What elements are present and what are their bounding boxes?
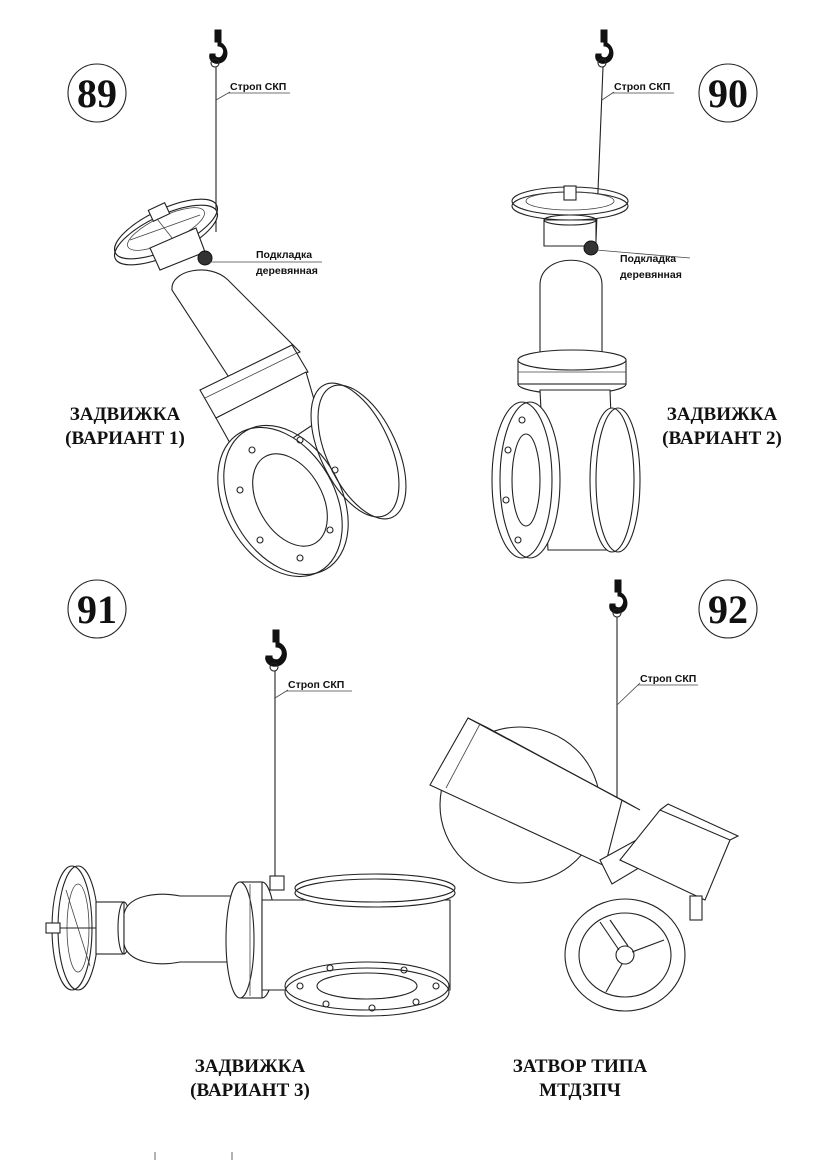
figure-91-number-circle (67, 579, 127, 639)
gate-valve-variant-2 (491, 185, 641, 559)
sling-label: Строп СКП (230, 81, 286, 93)
pad-label-line1: Подкладка (620, 253, 676, 265)
figure-89-caption-line2: (ВАРИАНТ 1) (65, 428, 185, 449)
figure-90-number: 90 (708, 71, 748, 116)
wooden-pad (197, 250, 213, 266)
handwheel (564, 898, 686, 1012)
pad-label-line2: деревянная (620, 269, 682, 281)
figure-92-number: 92 (708, 587, 748, 632)
sling-leader (274, 689, 289, 699)
figure-90-number-circle (698, 63, 758, 123)
figure-91: 91 Строп СКП (45, 579, 456, 1101)
figure-89-number-circle (67, 63, 127, 123)
crane-hook-icon (265, 629, 287, 672)
crane-hook-icon (609, 579, 628, 618)
figure-91-caption-line1: ЗАДВИЖКА (195, 1056, 306, 1077)
figure-89: 89 Строп СКП (65, 29, 407, 578)
figure-92-caption-line1: ЗАТВОР ТИПА (513, 1056, 648, 1077)
crane-hook-icon (209, 29, 228, 68)
figure-92-number-circle (698, 579, 758, 639)
left-flange (499, 401, 561, 559)
figure-91-caption-line2: (ВАРИАНТ 3) (190, 1080, 310, 1101)
right-flange (589, 407, 635, 553)
butterfly-valve-mtdzpch (429, 717, 740, 1012)
figure-92-caption-line2: МТДЗПЧ (539, 1080, 621, 1101)
wooden-pad (583, 240, 599, 256)
sling-label: Строп СКП (288, 679, 344, 691)
figure-90: 90 Строп СКП (491, 29, 782, 559)
gate-valve-variant-3 (45, 865, 456, 1017)
sling-label: Строп СКП (640, 673, 696, 685)
pad-leader (595, 249, 691, 259)
pad-label-line2: деревянная (256, 265, 318, 277)
front-flange (284, 967, 450, 1017)
sling-leader (215, 91, 231, 101)
figure-91-number: 91 (77, 587, 117, 632)
figure-92: 92 Строп СКП (429, 579, 758, 1101)
sling-leader (616, 682, 641, 706)
figure-89-caption-line1: ЗАДВИЖКА (70, 404, 181, 425)
figure-89-number: 89 (77, 71, 117, 116)
front-flange (217, 426, 343, 578)
gate-valve-variant-1 (113, 198, 407, 578)
sling-label: Строп СКП (614, 81, 670, 93)
pad-label-line1: Подкладка (256, 249, 312, 261)
figure-90-caption-line1: ЗАДВИЖКА (667, 404, 778, 425)
crane-hook-icon (595, 29, 614, 68)
figure-90-caption-line2: (ВАРИАНТ 2) (662, 428, 782, 449)
